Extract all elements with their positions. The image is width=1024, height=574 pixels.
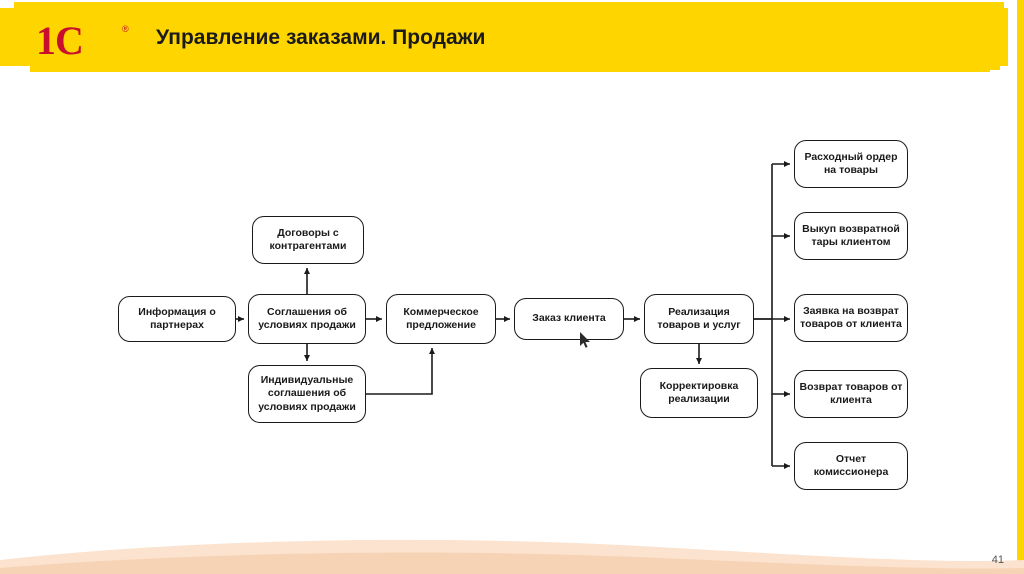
company-logo: 1С ® [36, 18, 129, 63]
logo-text: 1С [36, 18, 84, 63]
node-commercial-offer[interactable]: Коммерческое предложение [386, 294, 496, 344]
node-customer-order[interactable]: Заказ клиента [514, 298, 624, 340]
registered-trademark-icon: ® [122, 24, 129, 34]
header-band-right [960, 14, 1008, 58]
node-goods-services-sale[interactable]: Реализация товаров и услуг [644, 294, 754, 344]
footer-decoration [0, 538, 1024, 574]
node-sale-adjustment[interactable]: Корректировка реализации [640, 368, 758, 418]
node-goods-return[interactable]: Возврат товаров от клиента [794, 370, 908, 418]
node-sales-terms-agreement[interactable]: Соглашения об условиях продажи [248, 294, 366, 344]
node-commission-agent-report[interactable]: Отчет комиссионера [794, 442, 908, 490]
process-flow-diagram: Информация о партнерах Соглашения об усл… [0, 80, 1024, 540]
node-goods-expense-order[interactable]: Расходный ордер на товары [794, 140, 908, 188]
node-partner-info[interactable]: Информация о партнерах [118, 296, 236, 342]
header-band-brush [300, 56, 1000, 70]
right-edge-accent [1017, 0, 1024, 574]
node-returnable-packaging-buyout[interactable]: Выкуп возвратной тары клиентом [794, 212, 908, 260]
page-title: Управление заказами. Продажи [156, 26, 486, 49]
slide-header: 1С ® Управление заказами. Продажи [0, 0, 1024, 80]
diagram-connectors [236, 161, 790, 469]
node-counterparty-contracts[interactable]: Договоры с контрагентами [252, 216, 364, 264]
page-number: 41 [991, 554, 1004, 566]
mouse-cursor-icon [580, 332, 590, 348]
node-goods-return-request[interactable]: Заявка на возврат товаров от клиента [794, 294, 908, 342]
node-individual-agreements[interactable]: Индивидуальные соглашения об условиях пр… [248, 365, 366, 423]
